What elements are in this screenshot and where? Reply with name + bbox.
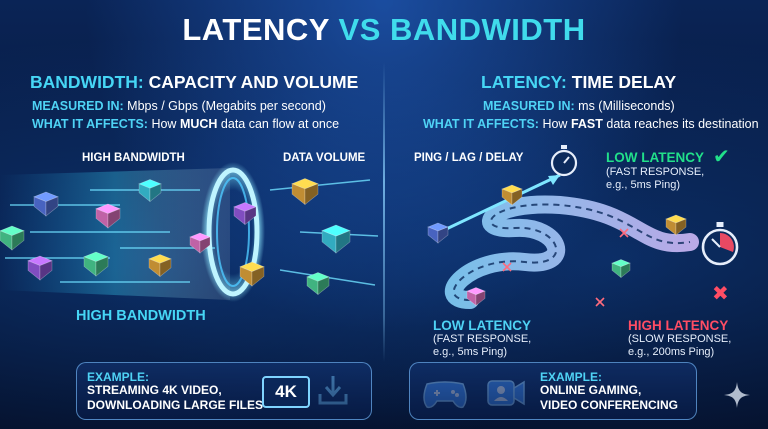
latency-heading: LATENCY: TIME DELAY (481, 72, 676, 93)
pipe-ring (206, 167, 260, 297)
bandwidth-example-line1: STREAMING 4K VIDEO, (87, 383, 222, 397)
bandwidth-affects-post: data can flow at once (220, 117, 340, 131)
data-cube (466, 287, 486, 307)
center-divider (383, 62, 385, 362)
check-icon: ✔ (713, 146, 730, 168)
bandwidth-affects-emph: MUCH (179, 117, 218, 131)
bandwidth-example-title: EXAMPLE: (87, 370, 150, 384)
low-latency-bottom-sub2: e.g., 5ms Ping) (433, 346, 507, 358)
cross-icon: ✖ (712, 283, 729, 305)
page-title: LATENCY VS BANDWIDTH (0, 12, 768, 48)
latency-example-line1: ONLINE GAMING, (540, 383, 642, 397)
bandwidth-affects: WHAT IT AFFECTS: How MUCH data can flow … (32, 117, 339, 131)
latency-example-line2: VIDEO CONFERENCING (540, 398, 679, 412)
latency-heading-rest: TIME DELAY (571, 72, 677, 92)
latency-measured-label: MEASURED IN: (483, 99, 575, 113)
high-latency-sub1: (SLOW RESPONSE, (628, 333, 732, 345)
bandwidth-heading: BANDWIDTH: CAPACITY AND VOLUME (30, 72, 358, 93)
label-low-latency-bottom: LOW LATENCY (433, 318, 531, 333)
data-cube (321, 224, 351, 254)
label-high-bandwidth-bottom: HIGH BANDWIDTH (76, 308, 206, 324)
data-cube (33, 191, 59, 217)
data-cube (0, 225, 25, 251)
stopwatch-slow-icon (701, 222, 739, 266)
data-cube (291, 178, 319, 206)
label-high-latency: HIGH LATENCY (628, 318, 729, 333)
latency-example-box: EXAMPLE: ONLINE GAMING, VIDEO CONFERENCI… (409, 362, 697, 420)
label-low-latency-top: LOW LATENCY (606, 150, 704, 165)
data-cube (233, 202, 257, 226)
data-cube (83, 251, 109, 277)
bandwidth-measured-value: Mbps / Gbps (Megabits per second) (127, 99, 326, 113)
low-latency-top-sub1: (FAST RESPONSE, (606, 166, 705, 178)
data-cube (189, 232, 211, 254)
latency-affects-emph: FAST (570, 117, 603, 131)
data-cube (27, 255, 53, 281)
bandwidth-heading-accent: BANDWIDTH: (30, 72, 144, 92)
data-cube (611, 259, 631, 279)
bandwidth-affects-pre: How (151, 117, 177, 131)
latency-affects-post: data reaches its destination (606, 117, 759, 131)
latency-affects-pre: How (542, 117, 568, 131)
low-latency-bottom-sub1: (FAST RESPONSE, (433, 333, 532, 345)
data-cube (138, 179, 162, 203)
stopwatch-icon (550, 145, 578, 177)
latency-affects-label: WHAT IT AFFECTS: (423, 117, 539, 131)
label-high-bandwidth-top: HIGH BANDWIDTH (82, 152, 185, 164)
4k-badge-icon: 4K (262, 376, 310, 408)
data-cube (239, 261, 265, 287)
data-cube (427, 222, 449, 244)
bandwidth-heading-rest: CAPACITY AND VOLUME (148, 72, 359, 92)
bandwidth-example-box: EXAMPLE: STREAMING 4K VIDEO, DOWNLOADING… (76, 362, 372, 420)
high-latency-sub2: e.g., 200ms Ping) (628, 346, 715, 358)
data-cube (665, 214, 687, 236)
bandwidth-example-line2: DOWNLOADING LARGE FILES (87, 398, 263, 412)
latency-data-cubes (427, 184, 687, 307)
data-cube (95, 203, 121, 229)
bandwidth-affects-label: WHAT IT AFFECTS: (32, 117, 148, 131)
latency-measured: MEASURED IN: ms (Milliseconds) (483, 99, 675, 113)
latency-measured-value: ms (Milliseconds) (578, 99, 675, 113)
sparkle-icon (724, 382, 750, 408)
bandwidth-measured-label: MEASURED IN: (32, 99, 124, 113)
data-cube (501, 184, 523, 206)
latency-affects: WHAT IT AFFECTS: How FAST data reaches i… (423, 117, 759, 131)
delay-markers (502, 228, 629, 307)
label-ping-lag-delay: PING / LAG / DELAY (414, 152, 524, 164)
label-data-volume: DATA VOLUME (283, 152, 366, 164)
latency-example-title: EXAMPLE: (540, 370, 603, 384)
bandwidth-measured: MEASURED IN: Mbps / Gbps (Megabits per s… (32, 99, 326, 113)
fast-path-arrow (439, 173, 561, 234)
latency-winding-road (439, 173, 699, 309)
data-cube (148, 254, 172, 278)
latency-heading-accent: LATENCY: (481, 72, 567, 92)
low-latency-top-sub2: e.g., 5ms Ping) (606, 179, 680, 191)
title-part-latency: LATENCY (182, 12, 330, 47)
data-cube (306, 272, 330, 296)
title-part-vs-bandwidth: VS BANDWIDTH (338, 12, 586, 47)
bandwidth-data-cubes (0, 178, 351, 296)
